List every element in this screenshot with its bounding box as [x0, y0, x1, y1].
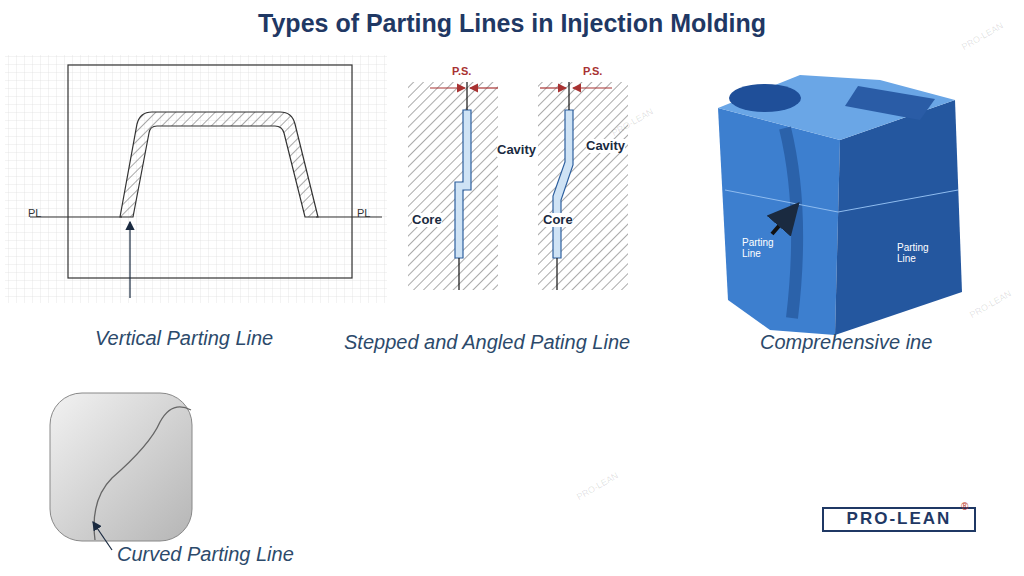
part-label: Parting Line — [897, 242, 937, 264]
part-label: Cavity — [497, 143, 536, 157]
part-opening — [729, 84, 801, 112]
parting-surface — [466, 82, 467, 110]
parting-line-edge — [725, 190, 958, 212]
mold-section — [538, 82, 628, 290]
parting-surface — [568, 82, 569, 110]
part-face — [835, 100, 962, 335]
part-groove — [785, 128, 797, 318]
leader-arrow — [129, 222, 130, 298]
part-label: Core — [412, 213, 442, 227]
dimension-arrow — [573, 87, 612, 88]
caption: Curved Parting Line — [117, 543, 294, 565]
molded-part — [553, 110, 573, 258]
curved-part — [50, 393, 192, 541]
dimension-arrow — [540, 87, 566, 88]
part-label: Core — [543, 213, 573, 227]
parting-surface — [556, 258, 557, 290]
watermark: PRO-LEAN — [576, 471, 621, 503]
dimension-arrow — [430, 87, 465, 88]
part-slot — [845, 86, 935, 120]
mold-outline — [68, 65, 352, 278]
logo: PRO-LEAN — [822, 507, 976, 532]
leader-arrow — [93, 522, 112, 550]
pointer-arrow — [772, 205, 797, 234]
parting-surface — [458, 258, 459, 290]
parting-line — [30, 216, 122, 217]
part-top — [718, 75, 955, 140]
caption: Stepped and Angled Pating Line — [344, 331, 630, 353]
grid-paper — [5, 55, 387, 303]
part-label: PL — [28, 207, 41, 219]
page-title: Types of Parting Lines in Injection Mold… — [0, 10, 1024, 38]
logo-mark: ® — [961, 501, 968, 512]
dimension-arrow — [470, 87, 498, 88]
parting-line — [316, 216, 382, 217]
dimension-label: P.S. — [583, 65, 602, 77]
watermark: PRO-LEAN — [969, 289, 1014, 321]
caption: Vertical Parting Line — [95, 327, 273, 349]
part-label: PL — [357, 207, 370, 219]
dimension-label: P.S. — [452, 65, 471, 77]
part-label: Cavity — [586, 139, 625, 153]
watermark: PRO-LEAN — [961, 21, 1006, 53]
part-face — [718, 108, 840, 335]
parting-line — [94, 407, 191, 540]
mold-section — [408, 82, 498, 290]
molded-part — [455, 110, 471, 258]
molded-part — [120, 112, 318, 217]
part-label: Parting Line — [742, 237, 782, 259]
caption: Comprehensive ine — [760, 331, 932, 353]
